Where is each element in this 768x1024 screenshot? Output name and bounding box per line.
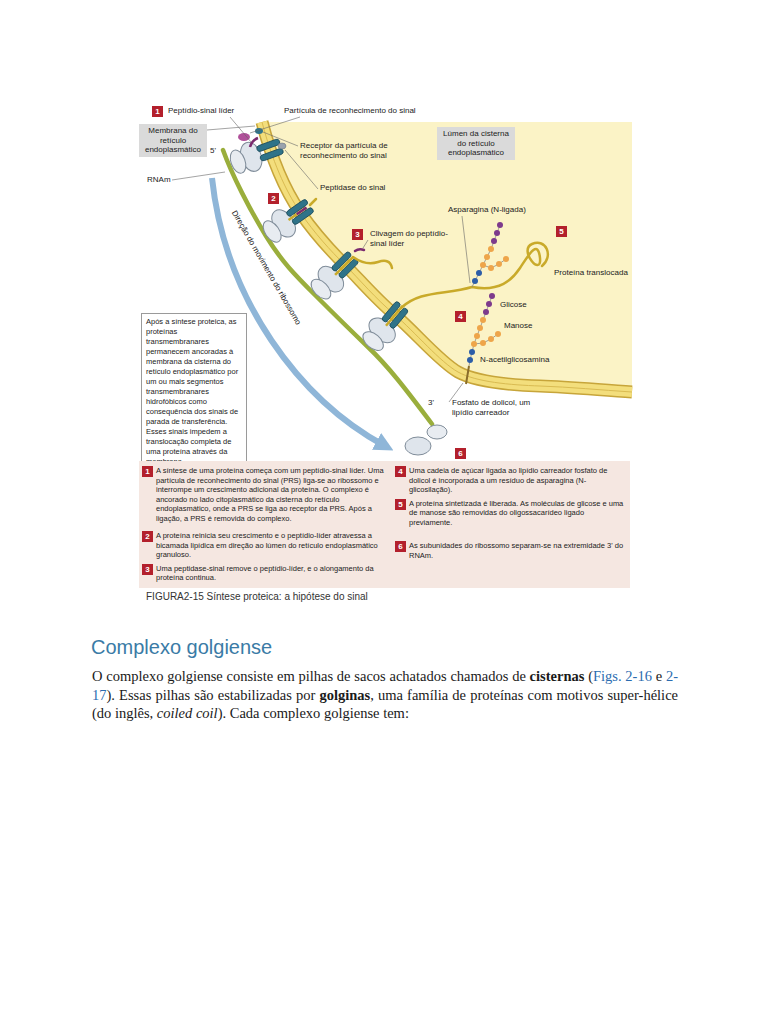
region-label-box: Lúmen da cisterna do retículo endoplasmá…: [437, 127, 515, 160]
body-text: coiled coil: [157, 705, 218, 721]
body-text: (: [588, 668, 593, 684]
polypeptide-chains: [310, 199, 548, 308]
callout-number-text: 6: [395, 541, 406, 552]
box-text: Após a síntese proteica, as proteínas tr…: [146, 317, 242, 467]
body-text: ). Cada complexo golgiense tem:: [218, 705, 409, 721]
part-label: Receptor da partícula de reconhecimento …: [300, 141, 412, 160]
callout-number: 4: [455, 311, 466, 322]
body-text: ). Essas pilhas são estabilizadas por: [107, 687, 316, 703]
steps-panel: 1 2 3 4 5 6 A síntese de uma proteína começa c…: [139, 461, 630, 588]
part-label: Clivagem do peptídio-sinal líder: [370, 229, 462, 248]
step-number: 3: [142, 564, 153, 575]
step-number: 6: [395, 541, 406, 552]
ribosome-translocon: [305, 246, 364, 305]
step-number: 4: [395, 466, 406, 477]
callout-number-text: 2: [142, 531, 153, 542]
box-text: Lúmen da cisterna do retículo endoplasmá…: [440, 129, 512, 158]
part-label: Partícula de reconhecimento do sinal: [284, 106, 444, 116]
step-text: A proteína sintetizada é liberada. As mo…: [409, 499, 625, 528]
part-label: Glicose: [500, 300, 527, 310]
box-text: Membrana do retículo endoplasmático: [142, 126, 204, 155]
released-ribosome: [405, 425, 447, 455]
part-label: Asparagina (N-ligada): [448, 205, 548, 215]
step-text: Uma cadeia de açúcar ligada ao lipídio c…: [409, 466, 625, 495]
callout-number-text: 4: [455, 311, 466, 322]
part-label: RNAm: [147, 175, 171, 185]
part-label: Peptídio-sinal líder: [168, 106, 258, 116]
part-label: Manose: [504, 321, 532, 331]
figure-reference: Figs. 2-16: [593, 668, 652, 684]
oligosaccharide-tree: [472, 222, 509, 287]
body-text: golginas: [319, 687, 370, 703]
body-text: cisternas: [530, 668, 585, 684]
callout-number-text: 5: [556, 226, 567, 237]
step-text: A síntese de uma proteína começa com um …: [156, 466, 388, 524]
callout-number-text: 1: [142, 466, 153, 477]
callout-number-text: 1: [152, 106, 163, 117]
callout-number-text: 6: [455, 448, 466, 459]
dolichol-oligosaccharide: [466, 293, 501, 384]
figure-caption: FIGURA2-15 Síntese proteica: a hipótese …: [146, 591, 368, 602]
callout-number: 1: [152, 106, 163, 117]
callout-number-text: 3: [352, 229, 363, 240]
callout-number-text: 5: [395, 499, 406, 510]
section-heading: Complexo golgiense: [91, 636, 272, 659]
ribosome-translocon: [226, 132, 286, 178]
step-text: A proteína reinicia seu crescimento e o …: [156, 531, 388, 560]
strand-end-label: 5': [210, 146, 216, 156]
part-label: Fosfato de dolicol, um lipídio carreador: [452, 398, 544, 417]
mrna-strand: [223, 150, 432, 424]
body-paragraph: O complexo golgiense consiste em pilhas …: [92, 667, 678, 723]
callout-number: 6: [455, 448, 466, 459]
part-label: Peptidase do sinal: [320, 183, 410, 193]
callout-number: 2: [268, 193, 279, 204]
part-label: N-acetilglicosamina: [480, 355, 549, 365]
part-label: Proteína translocada: [554, 268, 638, 278]
step-text: Uma peptidase-sinal remove o peptídio-lí…: [156, 564, 388, 583]
er-lumen: [262, 122, 632, 392]
body-text: O complexo golgiense consiste em pilhas …: [92, 668, 526, 684]
step-number: 2: [142, 531, 153, 542]
note-box: Após a síntese proteica, as proteínas tr…: [141, 313, 247, 471]
ribosome-translocon: [258, 193, 319, 248]
callout-number-text: 2: [268, 193, 279, 204]
step-number: 5: [395, 499, 406, 510]
callout-number-text: 4: [395, 466, 406, 477]
region-label-box: Membrana do retículo endoplasmático: [139, 124, 207, 157]
callout-number: 3: [352, 229, 363, 240]
callout-number: 5: [556, 226, 567, 237]
body-text: e: [656, 668, 662, 684]
er-membrane: [262, 122, 632, 392]
step-text: As subunidades do ribossomo separam-se n…: [409, 541, 625, 560]
callout-number-text: 3: [142, 564, 153, 575]
strand-end-label: 3': [428, 398, 434, 408]
step-number: 1: [142, 466, 153, 477]
